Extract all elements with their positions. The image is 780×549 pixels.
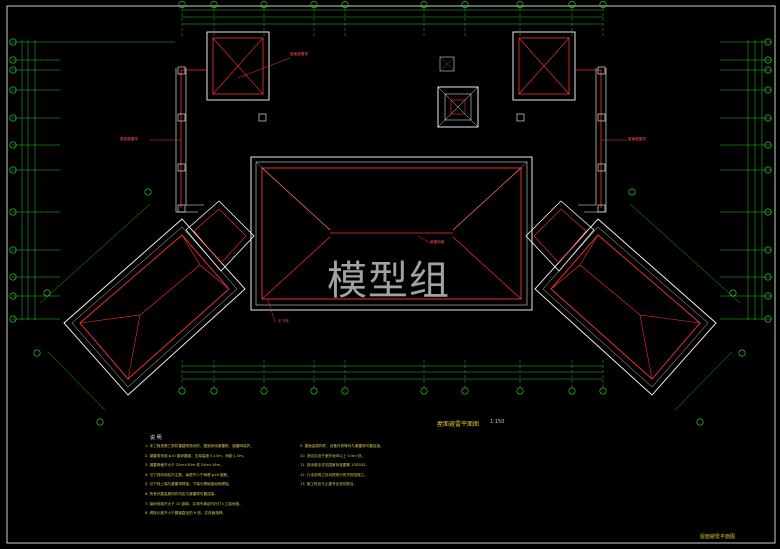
note-line: 12. 凡未说明之处均按现行有关规范施工。 xyxy=(300,472,368,477)
note-line: 11. 其余做法详见国家标准图集 15D503。 xyxy=(300,463,369,468)
note-line: 6. 所有外露金属构件均应与避雷带可靠连接。 xyxy=(145,491,218,496)
notes-right-column: 9. 屋面金属构件、设备外壳等均与避雷带可靠连接。 10. 测试点设于室外地坪以… xyxy=(300,442,384,490)
axis-bubble-icon xyxy=(9,0,772,426)
callout-roof-belt-top: 屋面避雷带 xyxy=(290,52,308,56)
corridor-walls xyxy=(175,68,607,213)
central-roof xyxy=(250,156,533,311)
sheet-label: 屋面避雷平面图 xyxy=(700,534,736,540)
note-line: 7. 接地电阻不大于 10 欧姆，实测不满足时补打人工接地极。 xyxy=(145,501,243,506)
tower-roof-left xyxy=(206,31,270,101)
note-line: 9. 屋面金属构件、设备外壳等均与避雷带可靠连接。 xyxy=(300,444,384,448)
drawing-scale: 1:150 xyxy=(490,419,505,425)
note-line: 10. 测试点设于室外地坪以上 0.5m 处。 xyxy=(300,453,366,458)
right-wing-roof xyxy=(525,200,717,396)
watermark-text: 模型组 xyxy=(327,258,450,304)
notes-left-column: 1. 本工程按第三类防雷建筑物设防，屋面采用避雷带、避雷网保护。 2. 避雷带采… xyxy=(145,442,254,519)
callout-roof-belt-right: 屋面避雷带 xyxy=(628,137,646,141)
top-dimension-lines xyxy=(182,9,603,25)
note-line: 8. 焊接长度不小于圆钢直径的 6 倍，并双面施焊。 xyxy=(145,511,227,516)
drawing-frame xyxy=(6,5,776,544)
note-line: 4. 引下线利用柱内主筋，每根不少于两根 φ16 钢筋。 xyxy=(145,472,231,477)
small-tower-roof xyxy=(437,56,479,128)
downlead-marker-icon xyxy=(177,66,606,213)
diagonal-dimension-lines xyxy=(39,203,741,411)
callout-leaders xyxy=(150,57,627,323)
note-line: 13. 施工时应与土建专业密切配合。 xyxy=(300,482,358,487)
corridor-belts xyxy=(180,69,602,208)
callout-downlead: 引下线 xyxy=(278,319,289,323)
notes-heading: 说 明 xyxy=(150,435,162,441)
side-dimension-lines xyxy=(21,40,763,320)
callout-grid: 避雷网格 xyxy=(430,240,445,244)
left-wing-roof xyxy=(63,200,255,396)
side-grid-ticks xyxy=(12,41,772,320)
note-line: 1. 本工程按第三类防雷建筑物设防，屋面采用避雷带、避雷网保护。 xyxy=(145,444,254,448)
note-line: 5. 引下线上端与避雷带焊接，下端与基础接地网焊接。 xyxy=(145,482,233,487)
note-line: 3. 避雷网格不大于 20m×20m 或 24m×16m。 xyxy=(145,463,224,468)
drawing-title: 屋面避雷平面图 xyxy=(437,421,480,428)
tower-roof-right xyxy=(512,31,576,101)
bottom-dimension-lines xyxy=(182,365,603,380)
callout-roof-belt-left: 屋面避雷带 xyxy=(120,137,138,141)
vertical-axis-lines xyxy=(181,8,604,388)
note-line: 2. 避雷带采用 φ10 镀锌圆钢，支架高度 0.15m，间距 1.0m。 xyxy=(145,453,247,458)
